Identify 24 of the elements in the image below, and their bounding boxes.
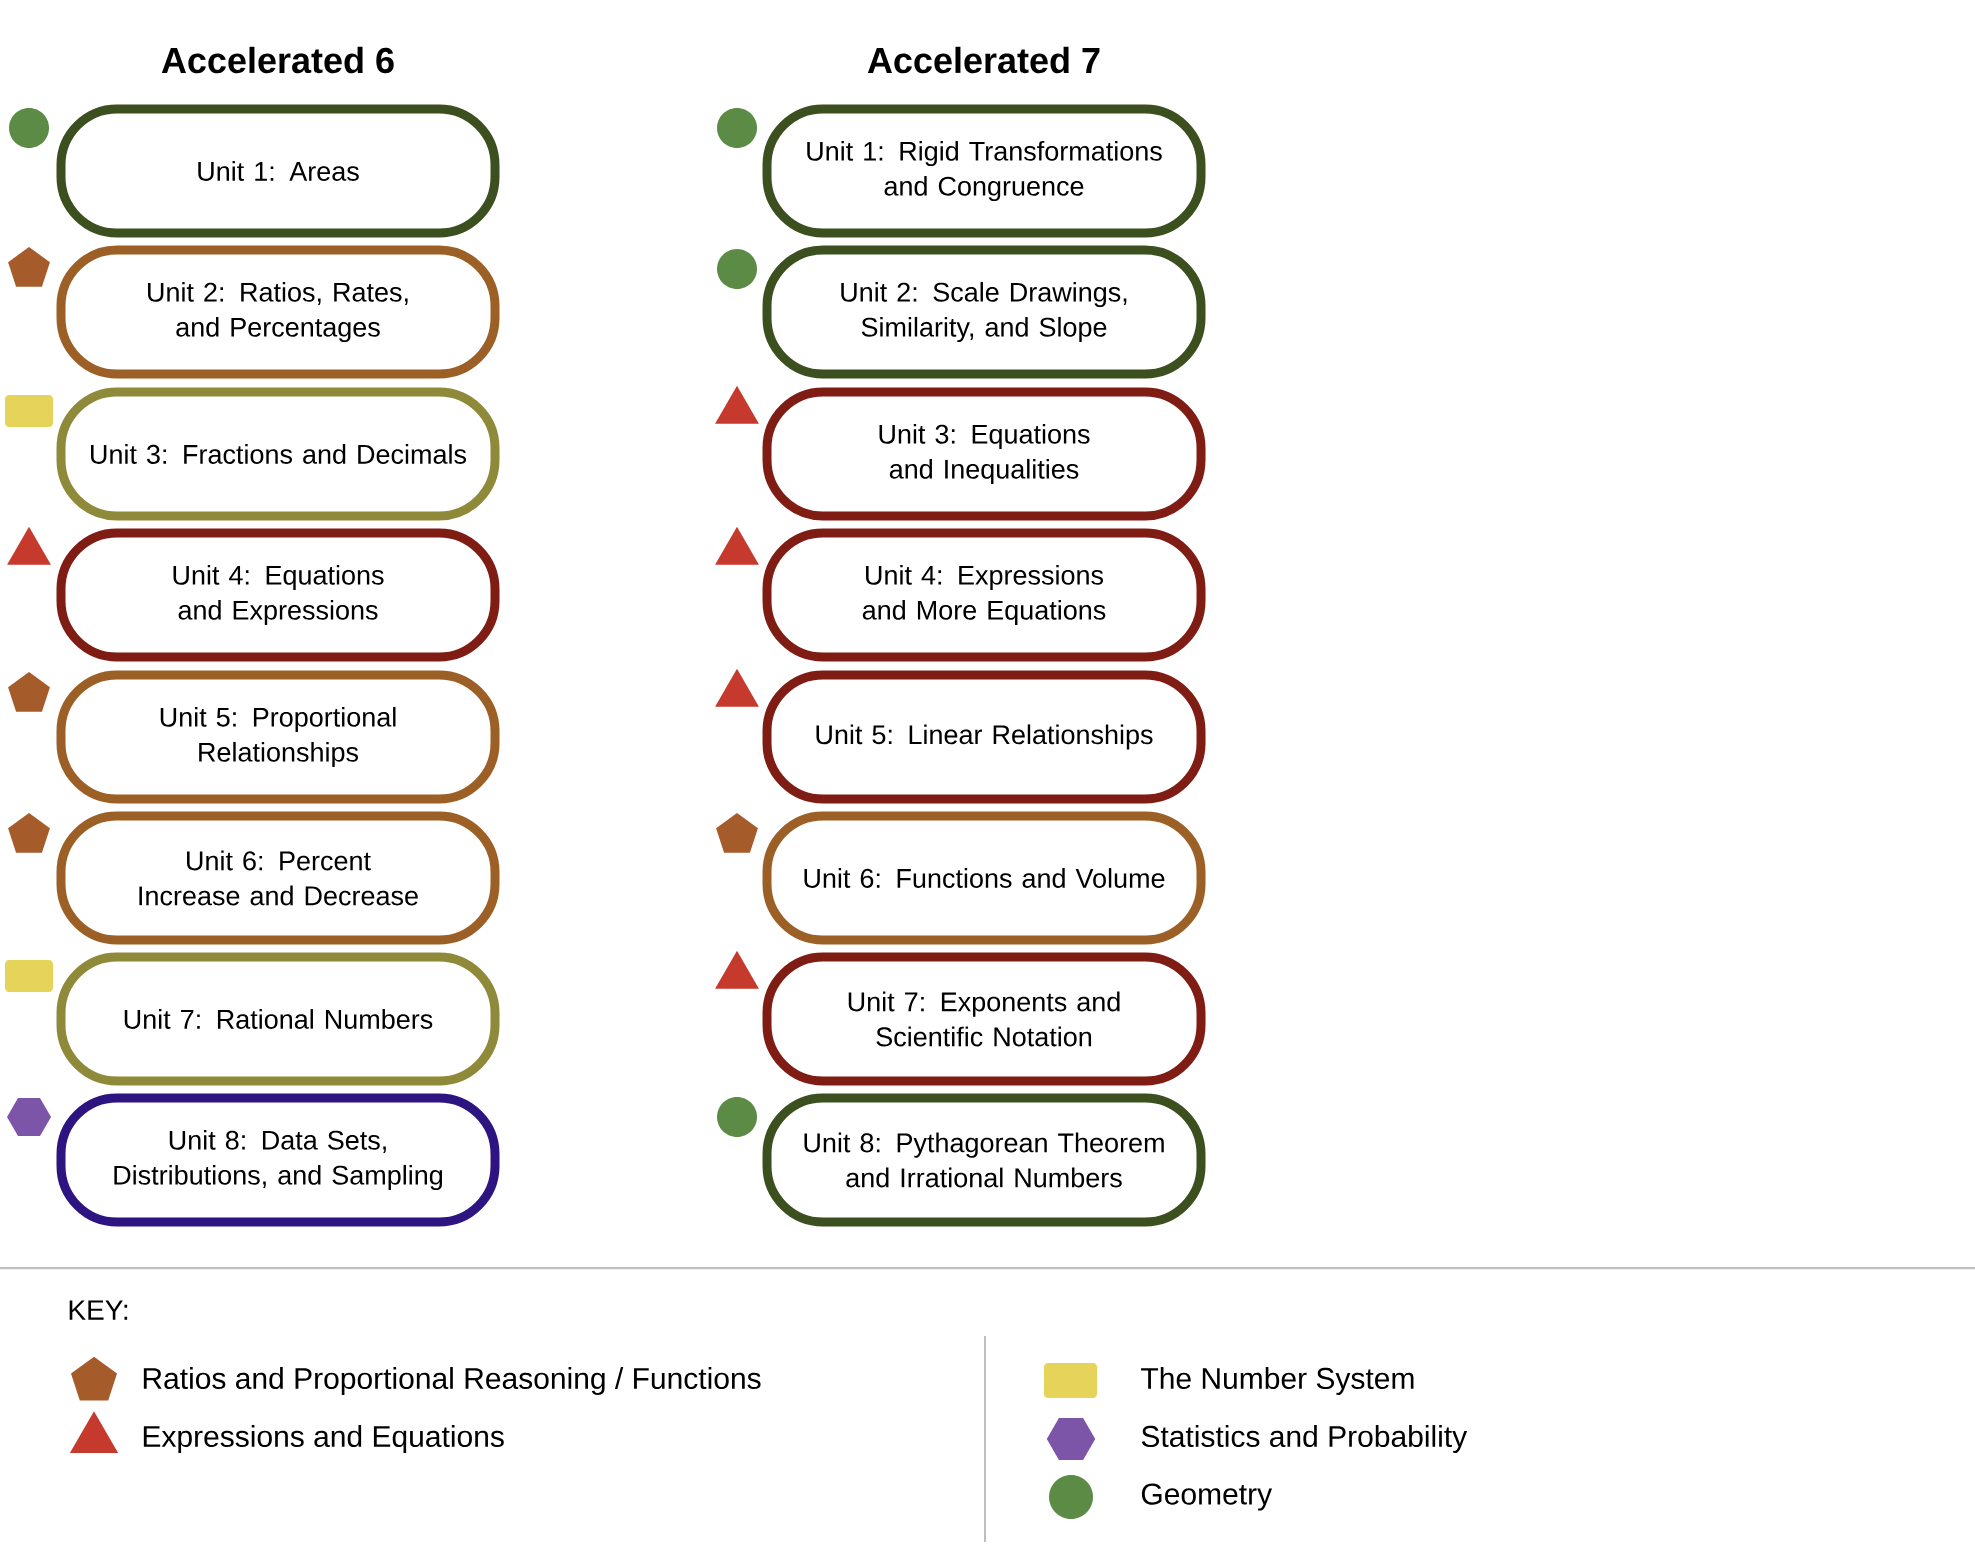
unit-box: Unit 2: Ratios, Rates, and Percentages (56, 245, 500, 379)
unit-box: Unit 3: Fractions and Decimals (56, 387, 500, 521)
unit-box: Unit 8: Data Sets, Distributions, and Sampling (56, 1093, 500, 1227)
unit-box: Unit 1: Areas (56, 104, 500, 238)
unit-box: Unit 7: Exponents and Scientific Notation (762, 952, 1206, 1086)
legend-label: The Number System (1141, 1367, 1414, 1395)
unit-box: Unit 5: Proportional Relationships (56, 670, 500, 804)
legend-label: Ratios and Proportional Reasoning / Functions (143, 1367, 761, 1395)
unit-box: Unit 7: Rational Numbers (56, 952, 500, 1086)
unit-box: Unit 2: Scale Drawings, Similarity, and Slope (762, 245, 1206, 379)
unit-box: Unit 8: Pythagorean Theorem and Irrational Numbers (762, 1093, 1206, 1227)
unit-box: Unit 3: Equations and Inequalities (762, 387, 1206, 521)
unit-box: Unit 6: Functions and Volume (762, 811, 1206, 945)
unit-box: Unit 4: Expressions and More Equations (762, 528, 1206, 662)
legend-label: Expressions and Equations (143, 1425, 504, 1453)
unit-box: Unit 4: Equations and Expressions (56, 528, 500, 662)
key-heading: KEY: (69, 1300, 128, 1320)
unit-box: Unit 6: Percent Increase and Decrease (56, 811, 500, 945)
unit-box: Unit 1: Rigid Transformations and Congruence (762, 104, 1206, 238)
unit-box: Unit 5: Linear Relationships (762, 670, 1206, 804)
legend-label: Statistics and Probability (1141, 1425, 1468, 1453)
column-heading: Accelerated 7 (867, 46, 1100, 74)
legend-label: Geometry (1141, 1483, 1273, 1511)
column-heading: Accelerated 6 (161, 46, 394, 74)
